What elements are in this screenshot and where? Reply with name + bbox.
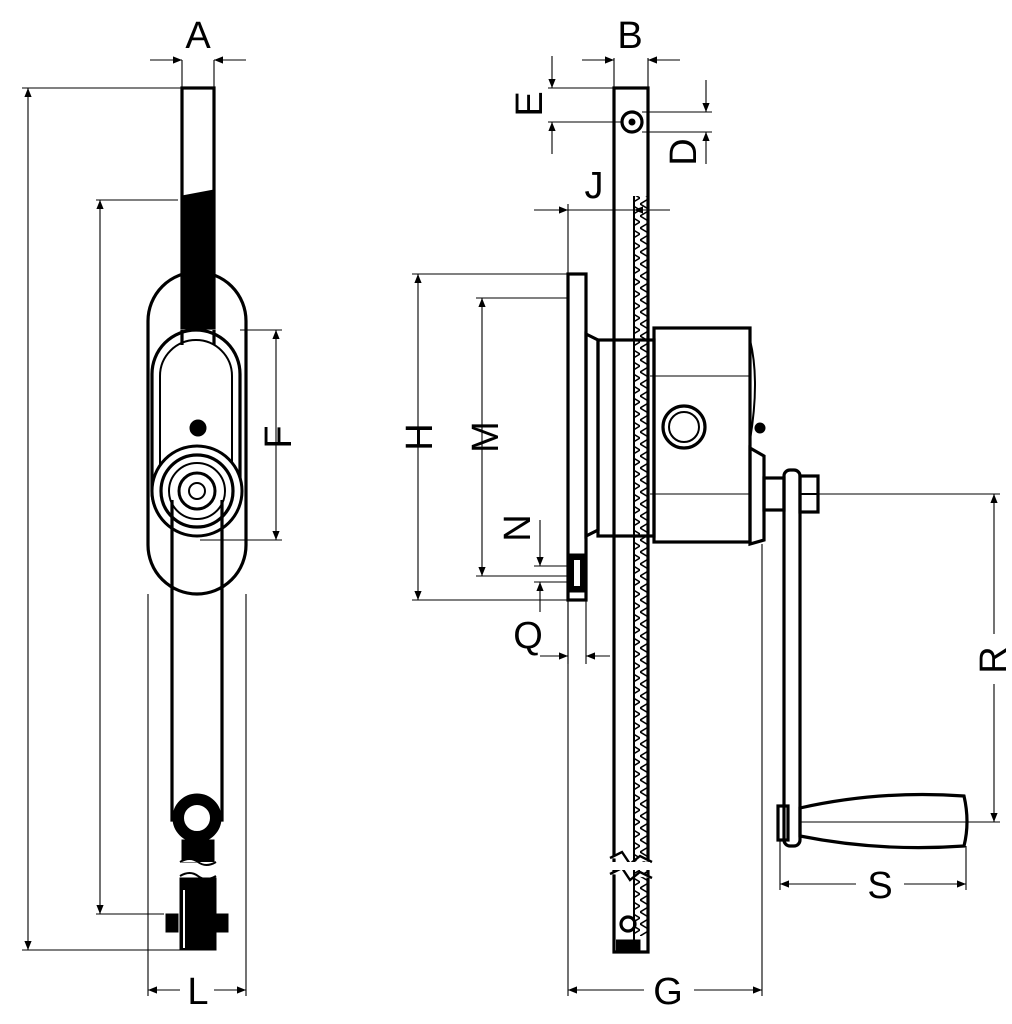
label-e: E [509,91,551,116]
label-l: L [187,971,208,1013]
dimension-j: J [534,165,670,274]
label-g: G [653,971,683,1013]
dimension-r: R [818,493,1012,823]
dimension-s: S [779,840,967,907]
housing-outer [146,270,248,596]
label-q: Q [513,615,543,657]
label-a: A [185,15,211,57]
dimension-g: G [567,544,763,1013]
rack-bottom-hole [619,915,637,933]
crank-arm [170,500,224,822]
hub-ring [159,453,235,529]
mounting-plate [566,272,588,602]
label-n: N [497,514,539,541]
dimension-stroke [96,199,178,915]
label-s: S [867,865,892,907]
shaft [762,476,786,512]
gearbox-hole [661,404,707,450]
label-m: M [465,421,507,453]
label-f: F [258,425,300,448]
crank-end-hole [182,803,212,833]
crank-handle [798,792,969,850]
lower-bar [179,877,217,951]
label-h: H [399,423,441,450]
crank-side-arm [782,468,802,848]
hub-center-hole [188,482,206,500]
label-d: D [663,138,705,165]
rack-teeth [634,196,648,936]
housing-neck [584,331,600,539]
dimension-h: H [399,273,568,601]
label-r: R [973,646,1012,673]
dimension-a: A [150,15,246,88]
shaft-boss [748,445,766,547]
dimension-b: B [582,15,680,88]
dimension-e: E [509,56,622,154]
dimension-overall-height [22,87,182,951]
dimension-n: N [497,514,572,612]
dimension-d: D [642,80,712,166]
label-b: B [617,15,642,57]
front-view [146,86,248,951]
dimension-m: M [465,297,572,577]
dimension-f: F [200,329,300,541]
dimension-q: Q [513,600,610,664]
hub-ring-2 [168,462,226,520]
hub-center-nut [177,471,217,511]
lower-nut [165,913,179,933]
handle-stud [776,804,790,842]
side-view [566,86,969,954]
dimension-l: L [147,594,247,1013]
label-j: J [585,165,604,207]
rack-bar-dark-section [181,189,215,329]
small-bolt [189,419,207,437]
body-screw [754,422,766,434]
